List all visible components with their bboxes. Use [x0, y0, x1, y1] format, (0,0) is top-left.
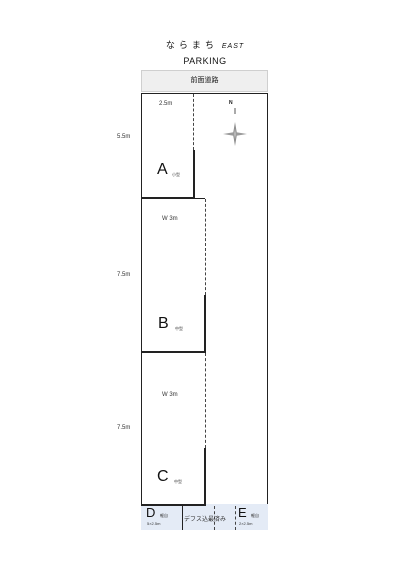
space-b-dashed-edge	[205, 199, 206, 295]
space-c-dashed-edge	[205, 353, 206, 448]
space-a-depth-label: 5.5m	[117, 134, 131, 140]
space-c-width-label: W 3m	[162, 392, 178, 398]
compass-icon	[222, 100, 248, 154]
bottom-center-label: デフス込最済み	[184, 517, 227, 523]
space-a-right-wall	[193, 150, 195, 198]
title-suffix: EAST	[221, 43, 245, 50]
space-a-dashed-edge	[193, 94, 194, 150]
space-b-note: 中型	[175, 326, 183, 331]
road-label: 前面道路	[141, 70, 268, 92]
title-text: ならまち	[165, 40, 218, 50]
space-e-note: 軽自	[251, 513, 259, 518]
space-c-note: 中型	[174, 479, 182, 484]
space-d-size: 5×2.5m	[147, 521, 161, 526]
space-a-width-label: 2.5m	[159, 101, 173, 107]
space-b-top-step	[194, 198, 205, 199]
space-a-bottom-line	[141, 197, 195, 199]
space-c-right-wall	[204, 448, 206, 505]
bottom-center-dash	[214, 506, 215, 530]
space-b-right-wall	[204, 295, 206, 352]
space-e-letter: E	[238, 505, 247, 520]
space-b-letter: B	[158, 315, 169, 332]
space-a-note: 小型	[172, 172, 180, 177]
space-a-letter: A	[157, 161, 168, 178]
space-b-depth-label: 7.5m	[117, 272, 131, 278]
space-c-letter: C	[157, 468, 169, 485]
space-c-depth-label: 7.5m	[117, 425, 131, 431]
compass-letter: N	[229, 100, 233, 106]
space-e-size: 2×2.5m	[239, 521, 253, 526]
page-subtitle: PARKING	[183, 56, 227, 66]
space-d-right-edge	[182, 506, 183, 530]
space-b-bottom-line	[141, 351, 206, 353]
space-d-note: 軽自	[160, 513, 168, 518]
space-e-left-edge	[235, 506, 236, 530]
bottom-shaded-area	[141, 504, 268, 530]
space-d-letter: D	[146, 505, 156, 520]
space-c-bottom-line	[141, 504, 206, 506]
space-b-width-label: W 3m	[162, 216, 178, 222]
